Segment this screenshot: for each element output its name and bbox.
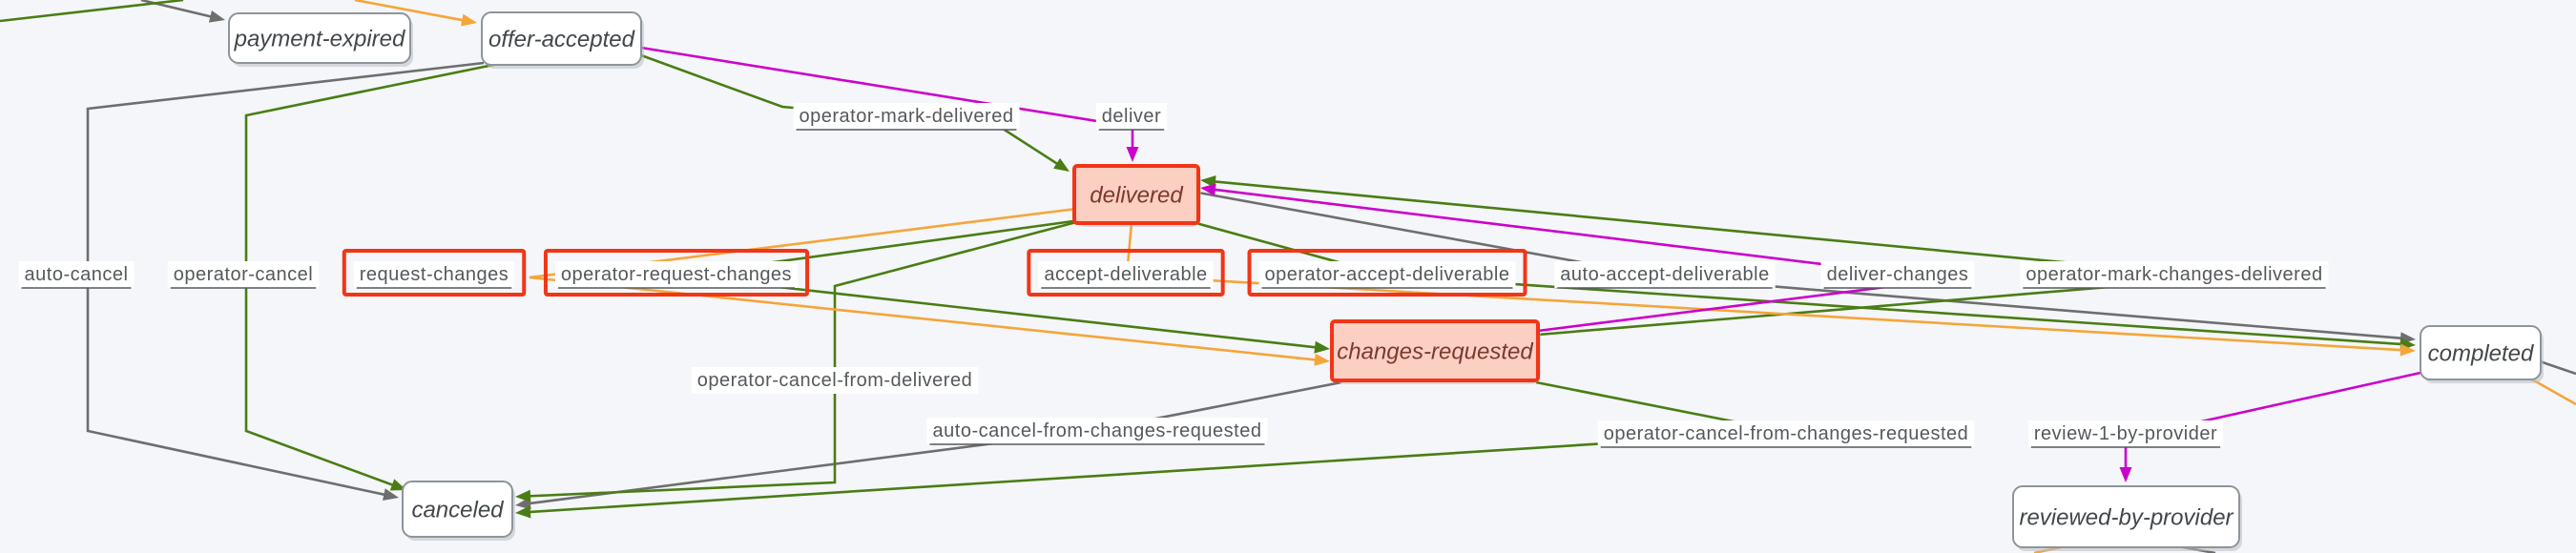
arrowhead (2119, 467, 2132, 482)
transition-label-auto-accept-deliverable[interactable]: auto-accept-deliverable (1554, 261, 1776, 289)
label-background (353, 261, 515, 288)
transition-label-deliver[interactable]: deliver (1095, 103, 1168, 131)
edge-line (0, 0, 184, 23)
transition-label-text: review-1-by-provider (2034, 423, 2217, 444)
node-box (2420, 325, 2542, 380)
highlight-box (342, 249, 527, 297)
highlight-box (1247, 249, 1527, 297)
node-box (228, 12, 411, 64)
node-box (481, 11, 642, 66)
transition-label-text: operator-request-changes (561, 264, 792, 285)
transition-label-text: auto-cancel (25, 264, 129, 285)
label-background (926, 418, 1268, 444)
transition-label-auto-cancel[interactable]: auto-cancel (18, 261, 135, 289)
nodes-layer: payment-expired offer-accepted delivered ch… (228, 11, 2544, 551)
arrowhead (208, 10, 225, 23)
node-label: delivered (1090, 183, 1183, 209)
transition-label-accept-deliverable[interactable]: accept-deliverable (1027, 249, 1225, 297)
label-background (1258, 261, 1516, 288)
edge-offscreen-top-left (0, 0, 184, 23)
transition-label-text: request-changes (360, 264, 509, 285)
arrowhead (1314, 340, 1330, 354)
edge-line (2531, 378, 2576, 406)
transition-label-operator-accept-deliverable[interactable]: operator-accept-deliverable (1247, 249, 1527, 297)
edge-line (354, 0, 465, 22)
label-background (691, 367, 979, 394)
transition-label-text: operator-mark-changes-delivered (2025, 264, 2322, 285)
arrowhead (1200, 183, 1216, 196)
label-background (1597, 420, 1975, 447)
transition-label-text: operator-cancel (174, 264, 313, 285)
transition-label-text: auto-accept-deliverable (1560, 264, 1769, 285)
transition-label-operator-cancel-from-changes-requested[interactable]: operator-cancel-from-changes-requested (1597, 420, 1975, 448)
transition-label-request-changes[interactable]: request-changes (342, 249, 527, 297)
node-label: offer-accepted (488, 27, 635, 52)
transition-label-operator-cancel-from-delivered: operator-cancel-from-delivered (691, 367, 979, 394)
transition-label-text: accept-deliverable (1044, 264, 1207, 285)
node-label: changes-requested (1337, 339, 1533, 365)
state-node-completed[interactable]: completed (2420, 325, 2544, 383)
edge-incoming-offer-accepted (354, 0, 477, 27)
node-highlight-box (1330, 319, 1540, 382)
state-node-reviewed-by-provider[interactable]: reviewed-by-provider (2012, 485, 2242, 551)
node-label: canceled (411, 498, 504, 523)
state-node-delivered[interactable]: delivered (1072, 164, 1201, 227)
transition-label-text: operator-cancel-from-delivered (697, 370, 972, 391)
transition-label-text: operator-cancel-from-changes-requested (1604, 423, 1969, 444)
arrowhead (515, 505, 531, 519)
transition-label-operator-mark-changes-delivered[interactable]: operator-mark-changes-delivered (2020, 261, 2329, 289)
node-box (2012, 485, 2240, 548)
arrowhead (1053, 157, 1070, 172)
arrowhead (1126, 147, 1139, 162)
node-box (402, 481, 513, 538)
arrowhead (515, 489, 531, 502)
edge-completed-out-bottom (2531, 378, 2576, 406)
highlight-box (543, 249, 810, 297)
edge-labels-layer: operator-mark-delivered deliver auto-cance… (18, 103, 2329, 448)
edge-completed-out-right (2539, 359, 2576, 376)
label-background (1095, 103, 1168, 130)
label-background (18, 261, 135, 288)
transition-label-auto-cancel-from-changes-requested[interactable]: auto-cancel-from-changes-requested (926, 418, 1268, 445)
transition-label-text: deliver (1102, 106, 1161, 127)
state-node-canceled[interactable]: canceled (402, 481, 515, 541)
transition-label-deliver-changes[interactable]: deliver-changes (1820, 261, 1975, 289)
label-background (554, 261, 799, 288)
state-node-changes-requested[interactable]: changes-requested (1330, 319, 1541, 384)
transition-label-text: auto-cancel-from-changes-requested (933, 420, 1262, 441)
transition-label-operator-cancel[interactable]: operator-cancel (167, 261, 320, 289)
label-background (1820, 261, 1975, 288)
transition-label-text: operator-mark-delivered (800, 106, 1014, 127)
edge-request-changes-edge (529, 207, 1330, 366)
arrowhead (461, 13, 477, 27)
arrowhead (382, 488, 399, 501)
label-background (1554, 261, 1776, 288)
label-background (793, 103, 1020, 130)
arrowhead (1314, 353, 1330, 366)
transition-label-text: deliver-changes (1827, 264, 1969, 285)
highlight-box (1027, 249, 1225, 297)
node-label: reviewed-by-provider (2019, 505, 2233, 531)
edge-line (2539, 359, 2576, 376)
state-node-payment-expired[interactable]: payment-expired (228, 12, 413, 67)
transition-label-operator-mark-delivered[interactable]: operator-mark-delivered (793, 103, 1020, 131)
node-label: completed (2428, 341, 2534, 367)
label-background (2020, 261, 2329, 288)
node-label: payment-expired (234, 27, 405, 52)
transition-label-operator-request-changes[interactable]: operator-request-changes (543, 249, 810, 297)
node-highlight-box (1072, 164, 1200, 225)
edge-line (529, 207, 1318, 361)
label-background (1038, 261, 1214, 288)
arrowhead (2399, 343, 2416, 357)
label-background (167, 261, 320, 288)
state-node-offer-accepted[interactable]: offer-accepted (481, 11, 644, 69)
transition-label-text: operator-accept-deliverable (1265, 264, 1510, 285)
transition-label-review-1-by-provider[interactable]: review-1-by-provider (2027, 420, 2224, 448)
label-background (2027, 420, 2224, 447)
